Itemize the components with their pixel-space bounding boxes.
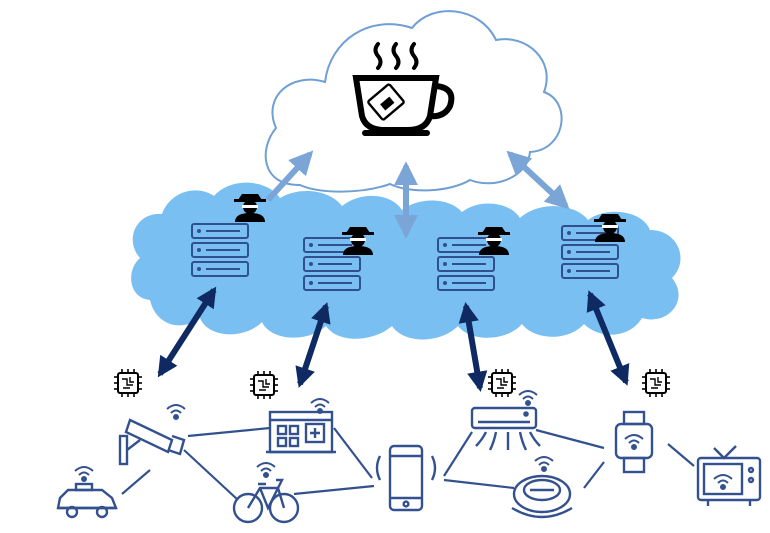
device-mesh <box>121 426 695 501</box>
edge-link-arrow <box>586 290 630 386</box>
coffee-cup-with-lock-chip-icon <box>352 42 455 136</box>
edge-cloud <box>131 182 681 340</box>
edge-link-arrow <box>458 301 488 393</box>
server-rack-icon <box>303 237 361 291</box>
edge-link-arrow <box>295 302 331 388</box>
server-rack-icon <box>437 237 495 291</box>
microchip-icon <box>487 368 517 398</box>
robot-vacuum-icon <box>511 455 573 519</box>
edge-device-links <box>157 286 630 393</box>
cloud-link-arrow <box>265 150 314 203</box>
smart-tv-icon <box>696 445 762 506</box>
server-rack-icon <box>191 223 249 277</box>
smartwatch-icon <box>614 410 654 474</box>
bicycle-icon <box>232 461 300 524</box>
hospital-building-icon <box>266 397 336 454</box>
smartphone-icon <box>375 444 437 512</box>
central-cloud <box>264 10 563 193</box>
air-conditioner-icon <box>470 389 541 451</box>
security-camera-icon <box>118 403 187 466</box>
edge-link-arrow <box>157 286 217 378</box>
taxi-icon <box>56 465 118 519</box>
cloud-edge-links <box>265 150 570 239</box>
cloud-link-arrow <box>506 150 570 210</box>
microchip-icon <box>641 368 671 398</box>
microchip-icon <box>113 368 143 398</box>
microchip-icon <box>249 370 279 400</box>
